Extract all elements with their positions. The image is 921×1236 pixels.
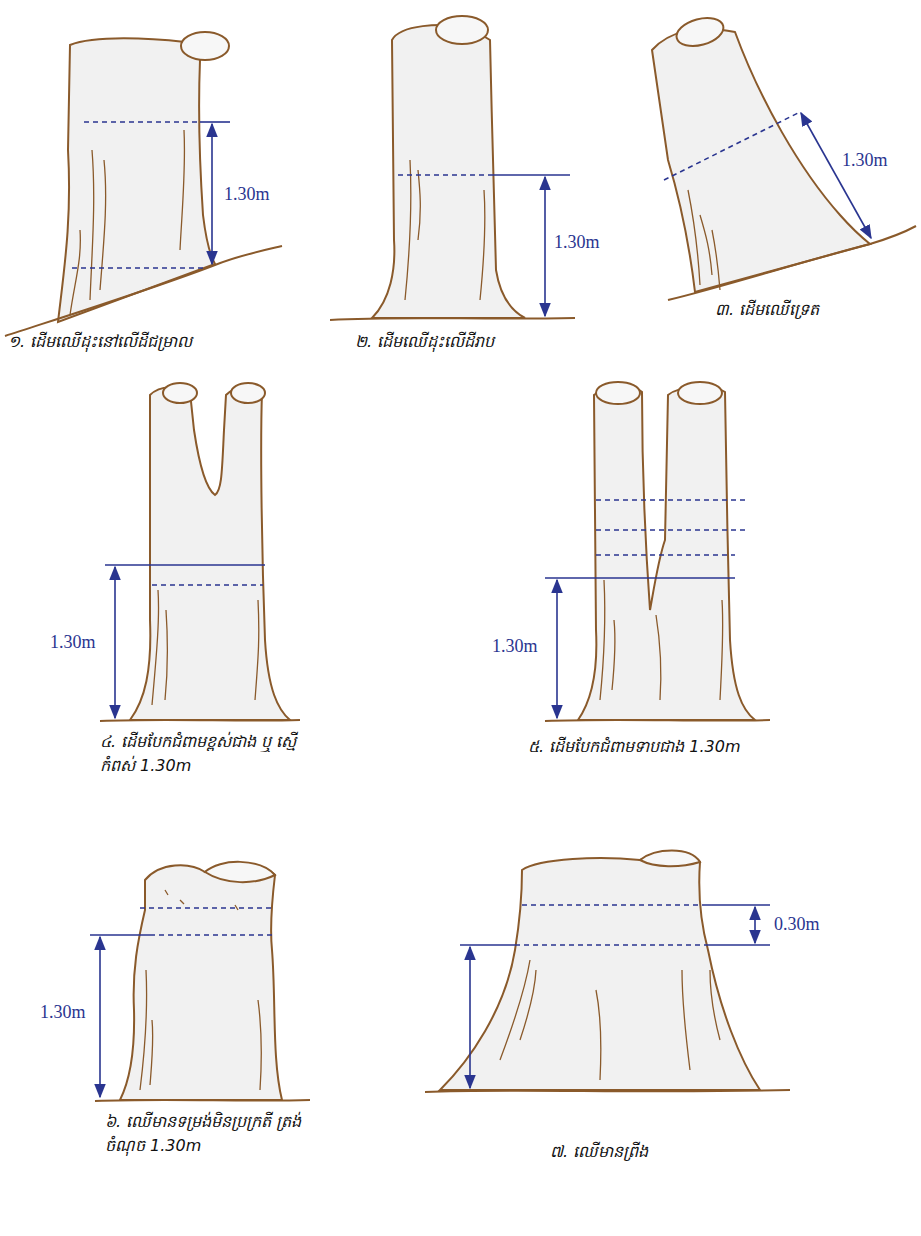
dimension-label: 0.30m [772,914,822,935]
dimension-label: 1.30m [490,636,540,657]
dimension-label: 1.30m [38,1002,88,1023]
figure-caption: ២. ដើមឈើដុះលើដីរាប [355,330,615,354]
figure-caption: ៧. ឈើមានព្រីង [550,1140,770,1164]
dimension-label: 1.30m [48,632,98,653]
leaning-tree [652,13,916,300]
buttressed-tree [425,851,790,1093]
figure-caption: ១. ដើមឈើដុះនៅលើដីជម្រាល [8,330,308,354]
figure-caption: ៣. ដើមឈើទ្រេត [715,298,915,322]
figure-caption: ៦. ឈើមានទម្រង់មិនប្រក្រតី ត្រង់ចំណុច 1.3… [105,1110,315,1158]
forked-tree-high [100,383,300,721]
figure-caption: ៥. ដើមបែកជំពាមទាបជាង 1.30m [528,735,828,759]
tree-on-flat-ground [330,16,575,320]
forked-tree-low [545,382,770,721]
dimension-label: 1.30m [222,184,272,205]
tree-on-slope [5,32,282,336]
figure-caption: ៤. ដើមបែកជំពាមខ្ពស់ជាង ឬ ស្មើកំពស់ 1.30m [100,730,310,778]
dimension-label: 1.30m [552,232,602,253]
abnormal-tree [90,862,310,1101]
dimension-label: 1.30m [840,150,890,171]
